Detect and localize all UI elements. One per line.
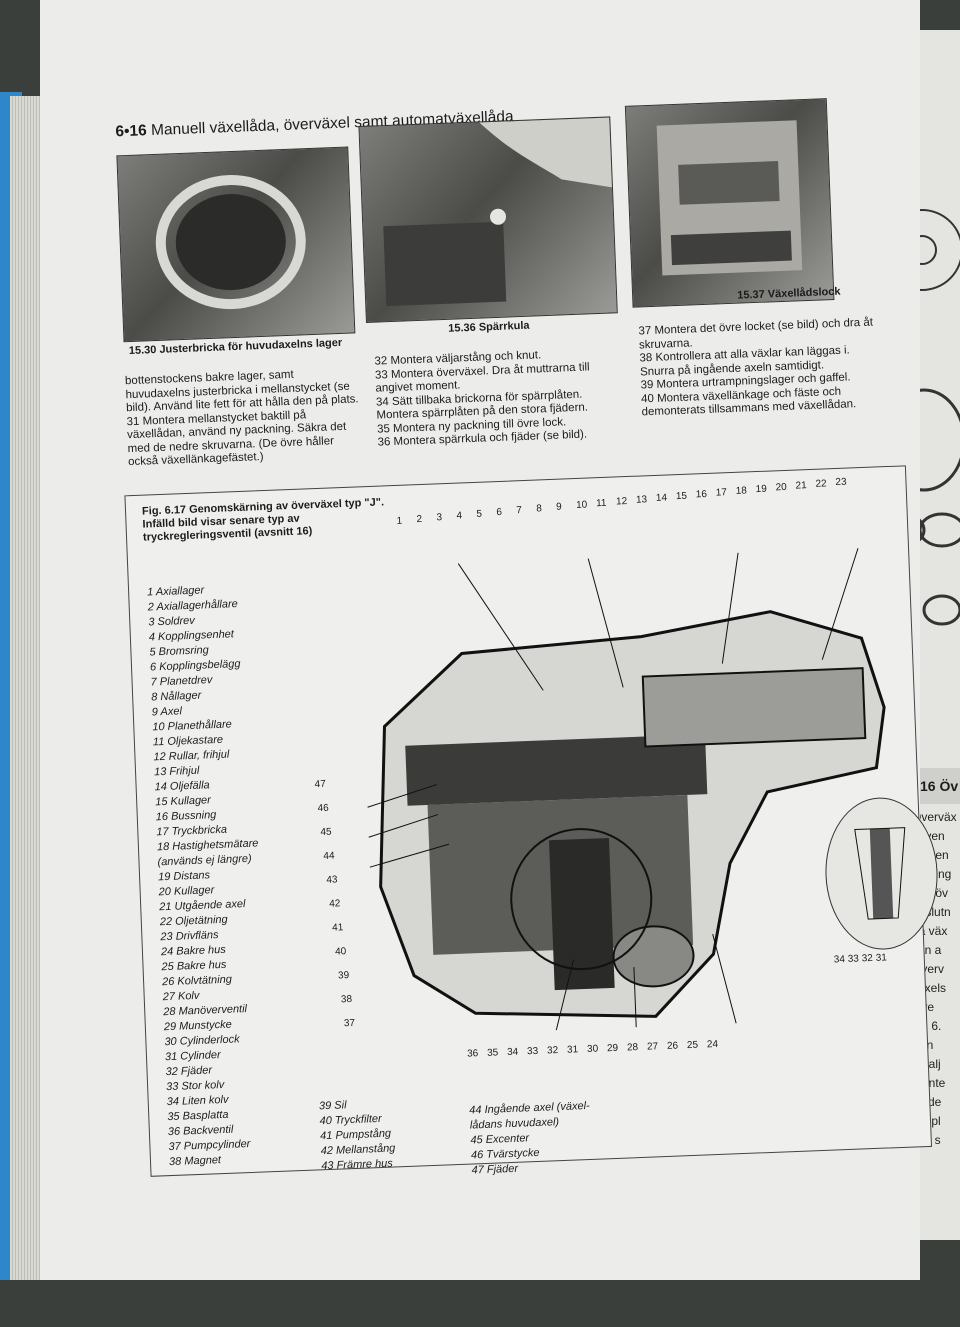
callout-number: 21 bbox=[795, 480, 807, 492]
callout-number: 30 bbox=[586, 1043, 599, 1055]
callout-number: 9 bbox=[555, 501, 562, 513]
callout-number: 43 bbox=[326, 874, 338, 886]
callout-number: 29 bbox=[606, 1042, 619, 1055]
text-column-1: bottenstockens bakre lager, samt huvudax… bbox=[125, 366, 364, 469]
callout-number: 19 bbox=[755, 483, 767, 496]
callout-number: 14 bbox=[655, 492, 668, 504]
callout-number: 25 bbox=[686, 1039, 699, 1052]
callout-number: 31 bbox=[875, 952, 888, 964]
inset-pressure-valve bbox=[822, 795, 941, 952]
callout-number: 1 bbox=[396, 515, 403, 527]
figure-title: Fig. 6.17 Genomskärning av överväxel typ… bbox=[141, 496, 385, 544]
callout-number: 26 bbox=[666, 1040, 679, 1052]
callout-number: 6 bbox=[496, 506, 503, 519]
callout-number: 18 bbox=[735, 485, 748, 497]
legend-column-3: 44 Ingående axel (växel-lådans huvudaxel… bbox=[469, 1099, 592, 1179]
callout-number: 23 bbox=[835, 476, 847, 489]
text-column-3: 37 Montera det övre locket (se bild) och… bbox=[638, 316, 881, 420]
callout-number: 34 bbox=[833, 954, 846, 966]
callout-number: 32 bbox=[861, 952, 874, 965]
callout-number: 44 bbox=[323, 850, 335, 862]
page-number: 6•16 bbox=[115, 122, 148, 141]
photo-justerbricka bbox=[116, 146, 356, 343]
callout-number: 12 bbox=[615, 496, 628, 508]
callout-number: 7 bbox=[516, 505, 523, 517]
photo-caption-2: 15.36 Spärrkula bbox=[448, 319, 530, 335]
callout-number: 13 bbox=[635, 494, 648, 506]
callout-number: 41 bbox=[331, 922, 344, 934]
photo-sparrkula bbox=[358, 116, 618, 323]
text-column-2: 32 Montera väljarstång och knut. 33 Mont… bbox=[374, 347, 613, 450]
callout-number: 10 bbox=[575, 499, 588, 512]
callout-number: 35 bbox=[486, 1047, 499, 1059]
callout-number: 42 bbox=[329, 898, 341, 910]
callout-number: 47 bbox=[314, 778, 327, 791]
callout-number: 36 bbox=[466, 1048, 479, 1060]
callout-number: 33 bbox=[526, 1045, 539, 1058]
callout-number: 34 bbox=[506, 1046, 519, 1059]
callout-number: 28 bbox=[626, 1042, 639, 1054]
legend-item: 47 Fjäder bbox=[471, 1162, 519, 1177]
callout-number: 20 bbox=[775, 481, 787, 494]
callout-number: 15 bbox=[675, 490, 688, 503]
callout-number: 16 bbox=[695, 488, 708, 501]
overdrive-cutaway-diagram bbox=[367, 548, 886, 1031]
callout-number: 46 bbox=[317, 802, 329, 815]
callout-number: 38 bbox=[340, 993, 353, 1006]
callout-number: 22 bbox=[815, 478, 827, 490]
callout-number: 37 bbox=[343, 1017, 356, 1030]
callout-number: 39 bbox=[337, 970, 350, 982]
callout-number: 33 bbox=[847, 953, 860, 965]
callout-number: 2 bbox=[416, 513, 423, 526]
paragraph-30-31: bottenstockens bakre lager, samt huvudax… bbox=[124, 368, 359, 469]
callout-number: 8 bbox=[536, 503, 543, 515]
callout-number: 45 bbox=[320, 826, 332, 839]
callout-number: 27 bbox=[646, 1041, 659, 1053]
callout-number: 24 bbox=[706, 1038, 719, 1051]
callout-number: 31 bbox=[566, 1044, 579, 1056]
photo-vaxelladslock bbox=[624, 98, 835, 308]
figure-6-17: Fig. 6.17 Genomskärning av överväxel typ… bbox=[124, 465, 941, 1179]
legend-item: 43 Främre hus bbox=[321, 1157, 394, 1173]
callout-number: 40 bbox=[334, 946, 347, 958]
callout-number: 17 bbox=[715, 487, 728, 499]
callout-number: 4 bbox=[456, 510, 463, 522]
facing-page-line: Överväx bbox=[912, 810, 957, 824]
callout-number: 3 bbox=[436, 512, 443, 524]
callout-number: 5 bbox=[476, 508, 483, 520]
legend-item: 38 Magnet bbox=[168, 1154, 222, 1169]
callout-number: 11 bbox=[595, 497, 607, 510]
callout-number: 32 bbox=[546, 1045, 559, 1057]
manual-page: 6•16 Manuell växellåda, överväxel samt a… bbox=[40, 0, 941, 1280]
